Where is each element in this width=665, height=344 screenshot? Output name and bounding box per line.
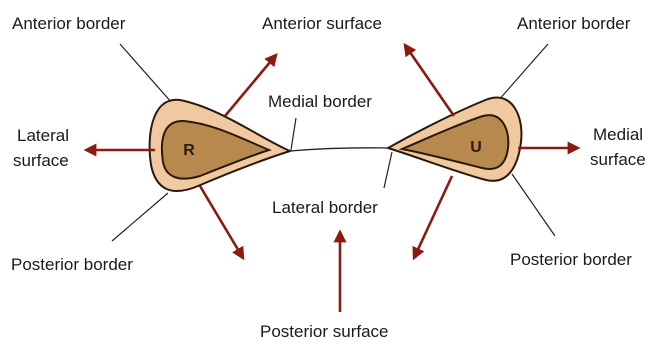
ulna-anterior-border-leader xyxy=(497,44,548,102)
anterior-surface-label: Anterior surface xyxy=(262,14,382,33)
ulna-posterior-border-label: Posterior border xyxy=(510,250,632,269)
medial-surface-label-line1: Medial xyxy=(593,125,643,144)
medial-surface-label-line2: surface xyxy=(590,150,646,169)
lateral-surface-label-line2: surface xyxy=(13,151,69,170)
radius-posterior-border-label: Posterior border xyxy=(11,255,133,274)
radius-posterior-border-leader xyxy=(112,193,168,241)
lateral-border-label: Lateral border xyxy=(272,198,378,217)
radius-anterior-border-label: Anterior border xyxy=(12,14,126,33)
lateral-surface-label-line1: Lateral xyxy=(17,126,69,145)
interosseous-membrane xyxy=(290,148,388,151)
ulna-posterior-border-leader xyxy=(512,174,555,236)
medial-border-label: Medial border xyxy=(268,92,372,111)
radius-posterior-surface-arrow xyxy=(200,186,243,258)
ulna-posterior-surface-arrow xyxy=(414,176,452,258)
radius-letter: R xyxy=(183,142,195,159)
ulna-cross-section: U xyxy=(388,97,521,180)
ulna-anterior-border-label: Anterior border xyxy=(517,14,631,33)
lateral-border-leader xyxy=(384,152,392,188)
posterior-surface-label: Posterior surface xyxy=(260,322,389,341)
ulna-anterior-surface-arrow xyxy=(405,45,454,116)
radius-inner-medulla xyxy=(162,121,269,179)
radius-cross-section: R xyxy=(150,100,290,191)
radius-anterior-border-leader xyxy=(120,44,172,103)
medial-border-leader xyxy=(291,118,296,150)
ulna-letter: U xyxy=(470,139,482,156)
